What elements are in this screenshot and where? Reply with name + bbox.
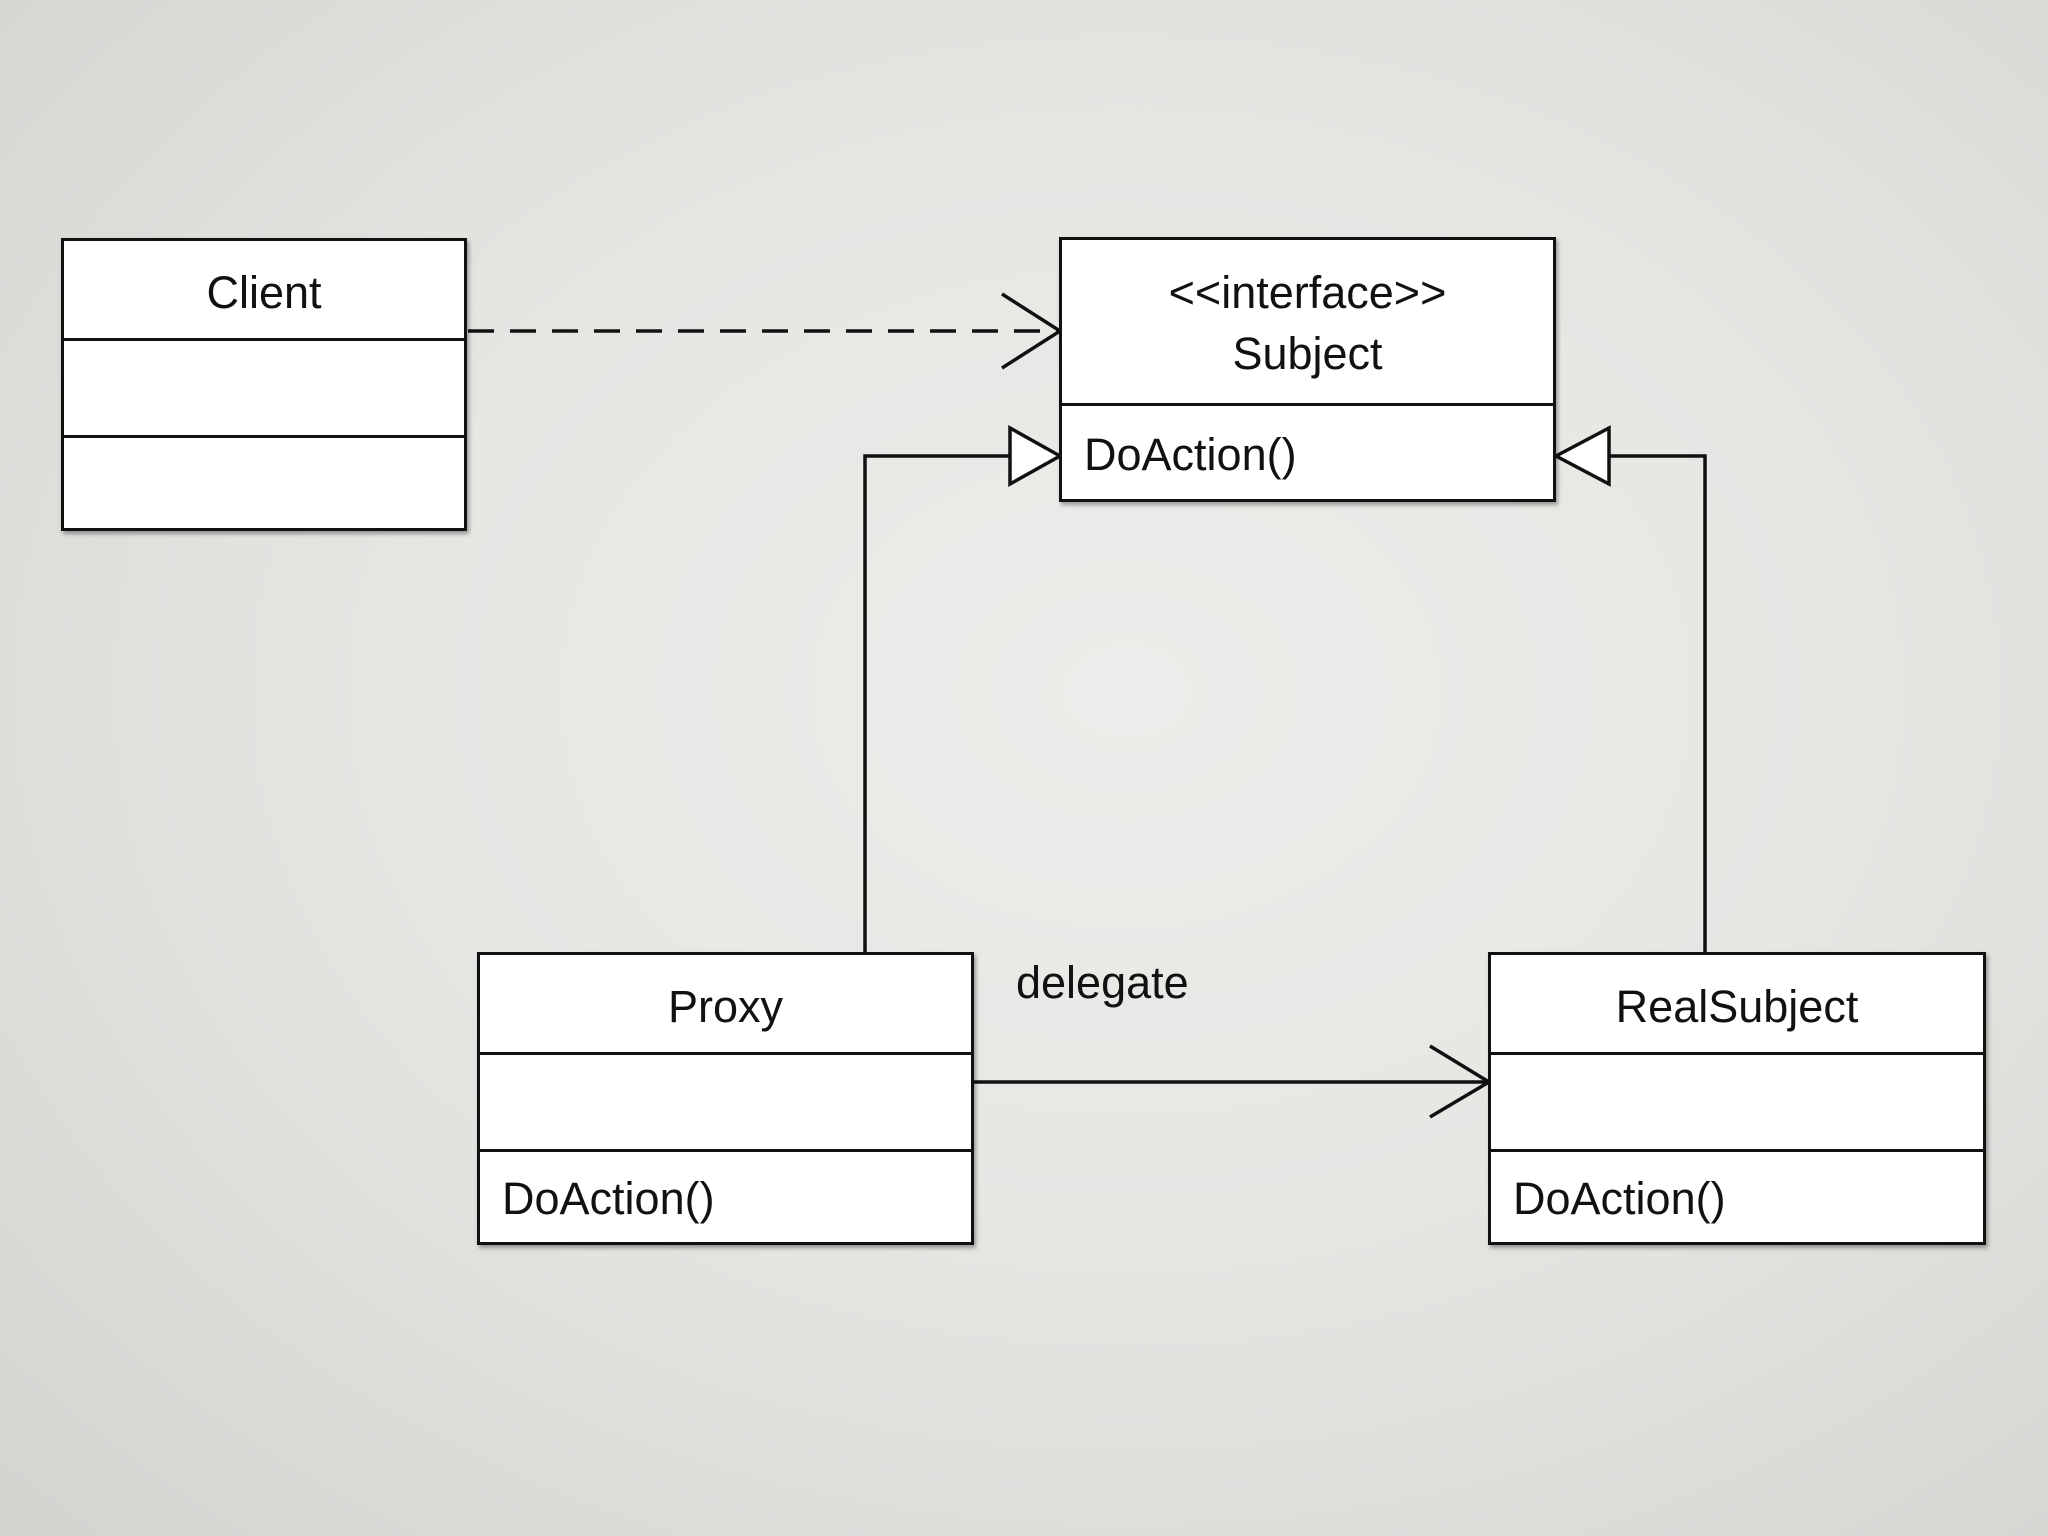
subject-stereotype: <<interface>>: [1168, 267, 1447, 318]
subject-operations-compartment: DoAction(): [1062, 403, 1553, 499]
client-class: Client: [61, 238, 467, 531]
client-attributes-compartment: [64, 338, 464, 435]
realsubject-class: RealSubject DoAction(): [1488, 952, 1986, 1245]
realsubject-subject-generalization-line: [1609, 454, 1707, 953]
subject-class-name: Subject: [1232, 328, 1383, 379]
proxy-subject-generalization-line: [863, 454, 1010, 953]
client-name-compartment: Client: [64, 241, 464, 338]
client-class-name: Client: [206, 267, 322, 318]
realsubject-attributes-compartment: [1491, 1052, 1983, 1149]
proxy-class: Proxy DoAction(): [477, 952, 974, 1245]
realsubject-generalization-arrowhead: [1552, 425, 1611, 487]
subject-interface: <<interface>> Subject DoAction(): [1059, 237, 1556, 502]
proxy-attributes-compartment: [480, 1052, 971, 1149]
delegate-label: delegate: [1016, 957, 1189, 1008]
realsubject-operations-compartment: DoAction(): [1491, 1149, 1983, 1242]
proxy-operation: DoAction(): [502, 1173, 715, 1224]
subject-operation: DoAction(): [1084, 429, 1297, 480]
proxy-operations-compartment: DoAction(): [480, 1149, 971, 1242]
realsubject-operation: DoAction(): [1513, 1173, 1726, 1224]
proxy-generalization-arrowhead: [1008, 425, 1064, 487]
subject-name-compartment: <<interface>> Subject: [1062, 240, 1553, 403]
proxy-name-compartment: Proxy: [480, 955, 971, 1052]
realsubject-class-name: RealSubject: [1615, 981, 1859, 1032]
client-operations-compartment: [64, 435, 464, 528]
realsubject-name-compartment: RealSubject: [1491, 955, 1983, 1052]
proxy-class-name: Proxy: [667, 981, 784, 1032]
